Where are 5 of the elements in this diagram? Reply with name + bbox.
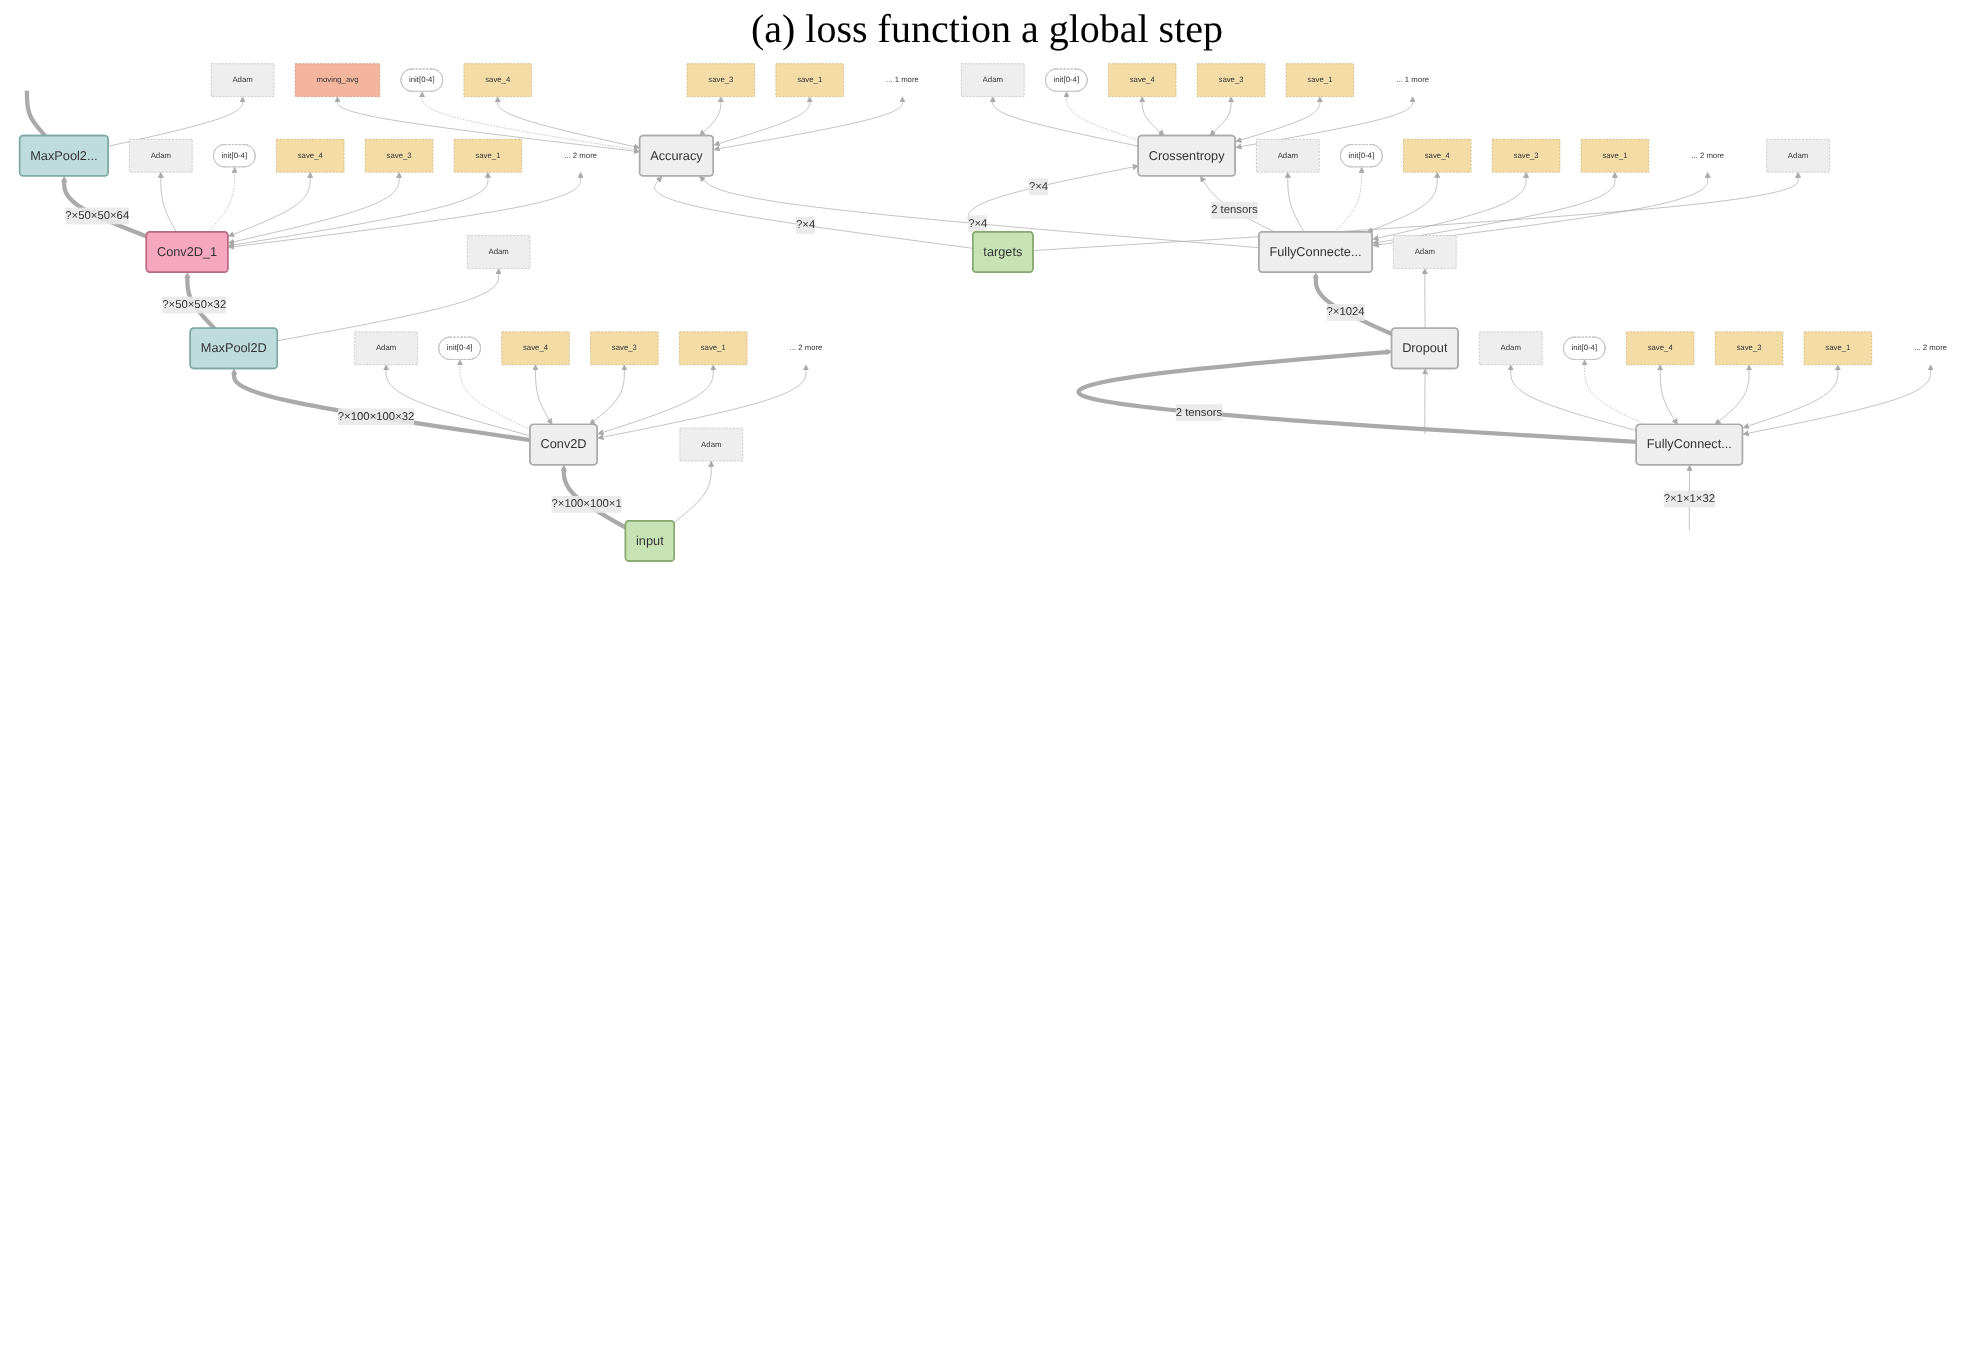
diagram-title: (a) loss function a global step: [748, 8, 1226, 54]
arrow: [1312, 272, 1393, 336]
arrow: [230, 368, 531, 443]
connector: [24, 90, 47, 138]
arrow: [61, 175, 148, 239]
